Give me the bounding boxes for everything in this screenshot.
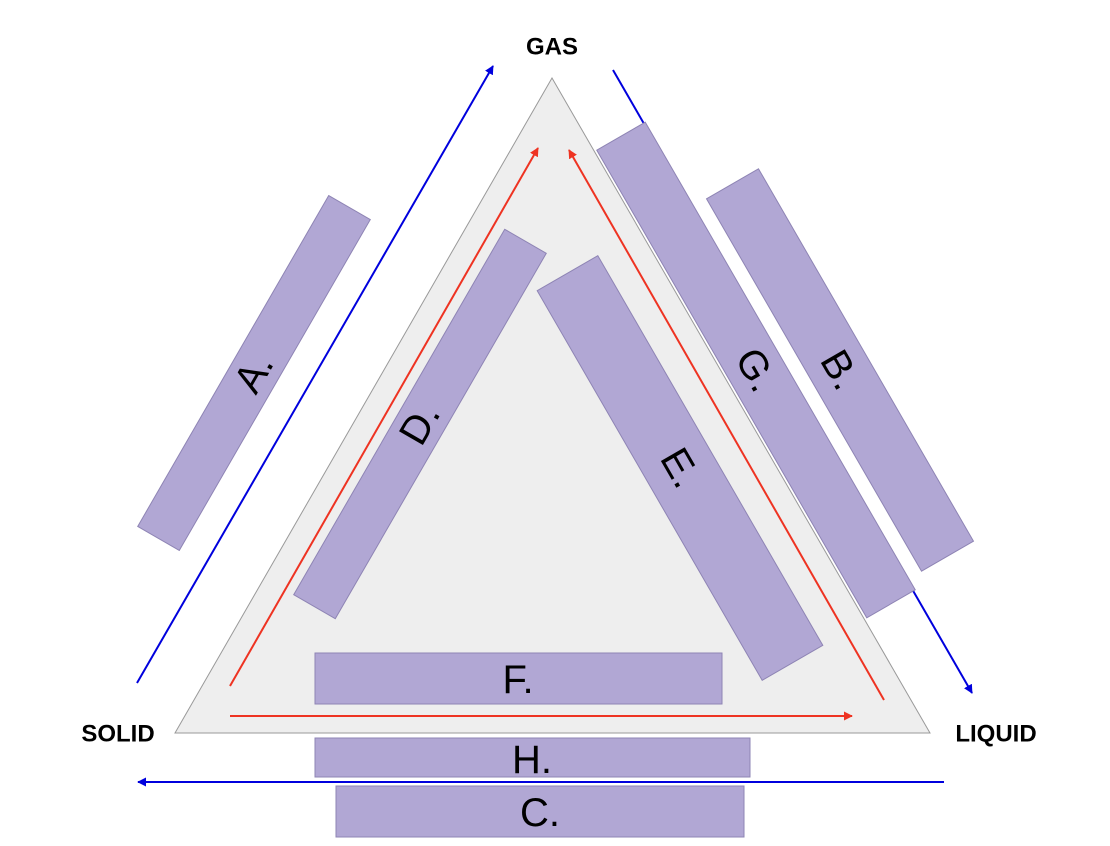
box-g[interactable]: G. — [596, 121, 916, 619]
arrow-solid-to-gas-inner — [229, 147, 539, 687]
arrow-solid-to-gas — [136, 65, 494, 684]
arrow-liquid-to-gas-inner — [568, 149, 885, 701]
box-h[interactable]: H. — [314, 737, 751, 782]
liquid-label: LIQUID — [955, 721, 1036, 748]
box-f-label: F. — [502, 658, 533, 702]
box-c-label: C. — [520, 791, 560, 835]
solid-label: SOLID — [81, 721, 154, 748]
box-e[interactable]: E. — [536, 254, 824, 682]
box-d[interactable]: D. — [293, 228, 547, 620]
box-h-label: H. — [512, 738, 552, 782]
gas-label: GAS — [526, 34, 578, 61]
box-b[interactable]: B. — [705, 168, 975, 572]
box-f[interactable]: F. — [314, 652, 723, 705]
box-c[interactable]: C. — [335, 785, 745, 838]
